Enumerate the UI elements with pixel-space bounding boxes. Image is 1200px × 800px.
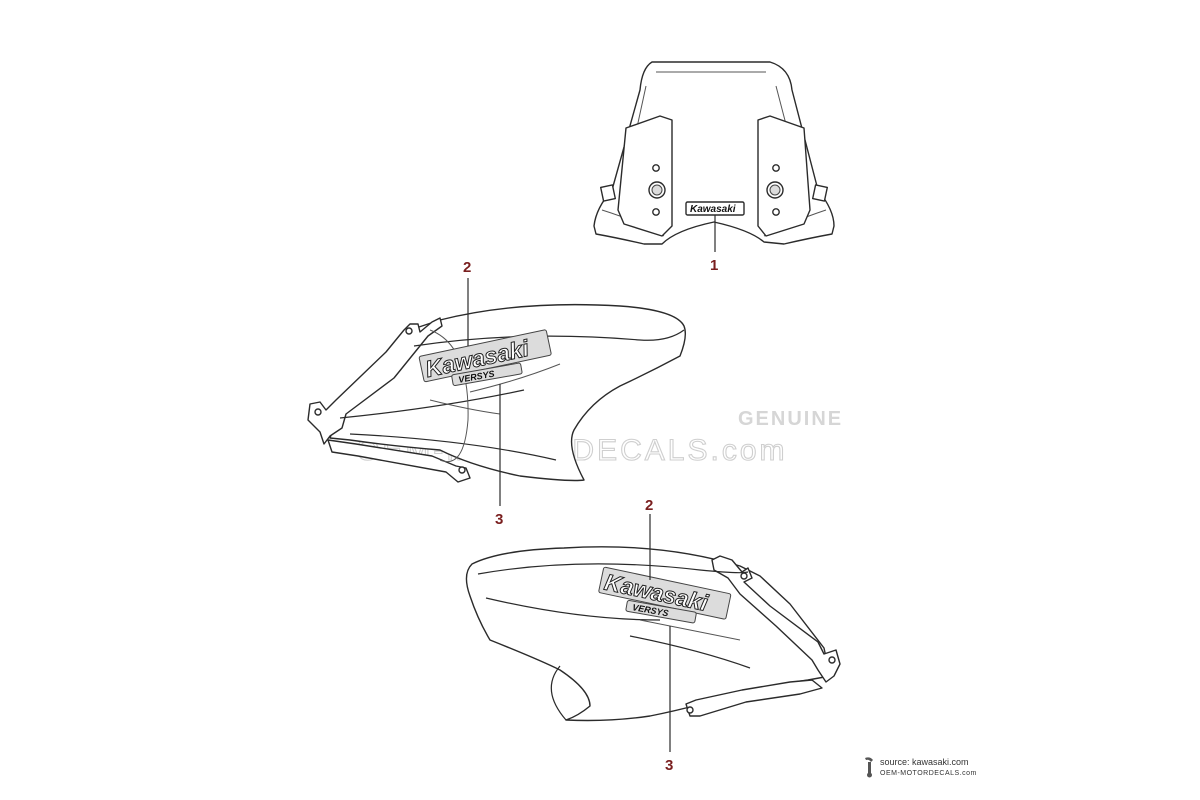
callout-2-right: 2	[645, 497, 653, 514]
source-credit: source: kawasaki.com OEM-MOTORDECALS.com	[880, 757, 977, 779]
left-side-cover: Kawasaki VERSYS 2 3	[307, 259, 687, 528]
source-logo-icon	[865, 757, 873, 778]
callout-3-left: 3	[495, 511, 503, 528]
windshield-decal-text: Kawasaki	[690, 204, 736, 215]
callout-2-left: 2	[463, 259, 471, 276]
windshield: Kawasaki 1	[593, 61, 835, 274]
source-line-2[interactable]: OEM-MOTORDECALS.com	[880, 770, 977, 777]
source-line-1[interactable]: source: kawasaki.com	[880, 757, 969, 767]
right-side-cover: Kawasaki VERSYS 2 3	[465, 497, 841, 774]
callout-1: 1	[710, 257, 718, 274]
callout-3-right: 3	[665, 757, 673, 774]
watermark-genuine: GENUINE	[738, 408, 843, 430]
